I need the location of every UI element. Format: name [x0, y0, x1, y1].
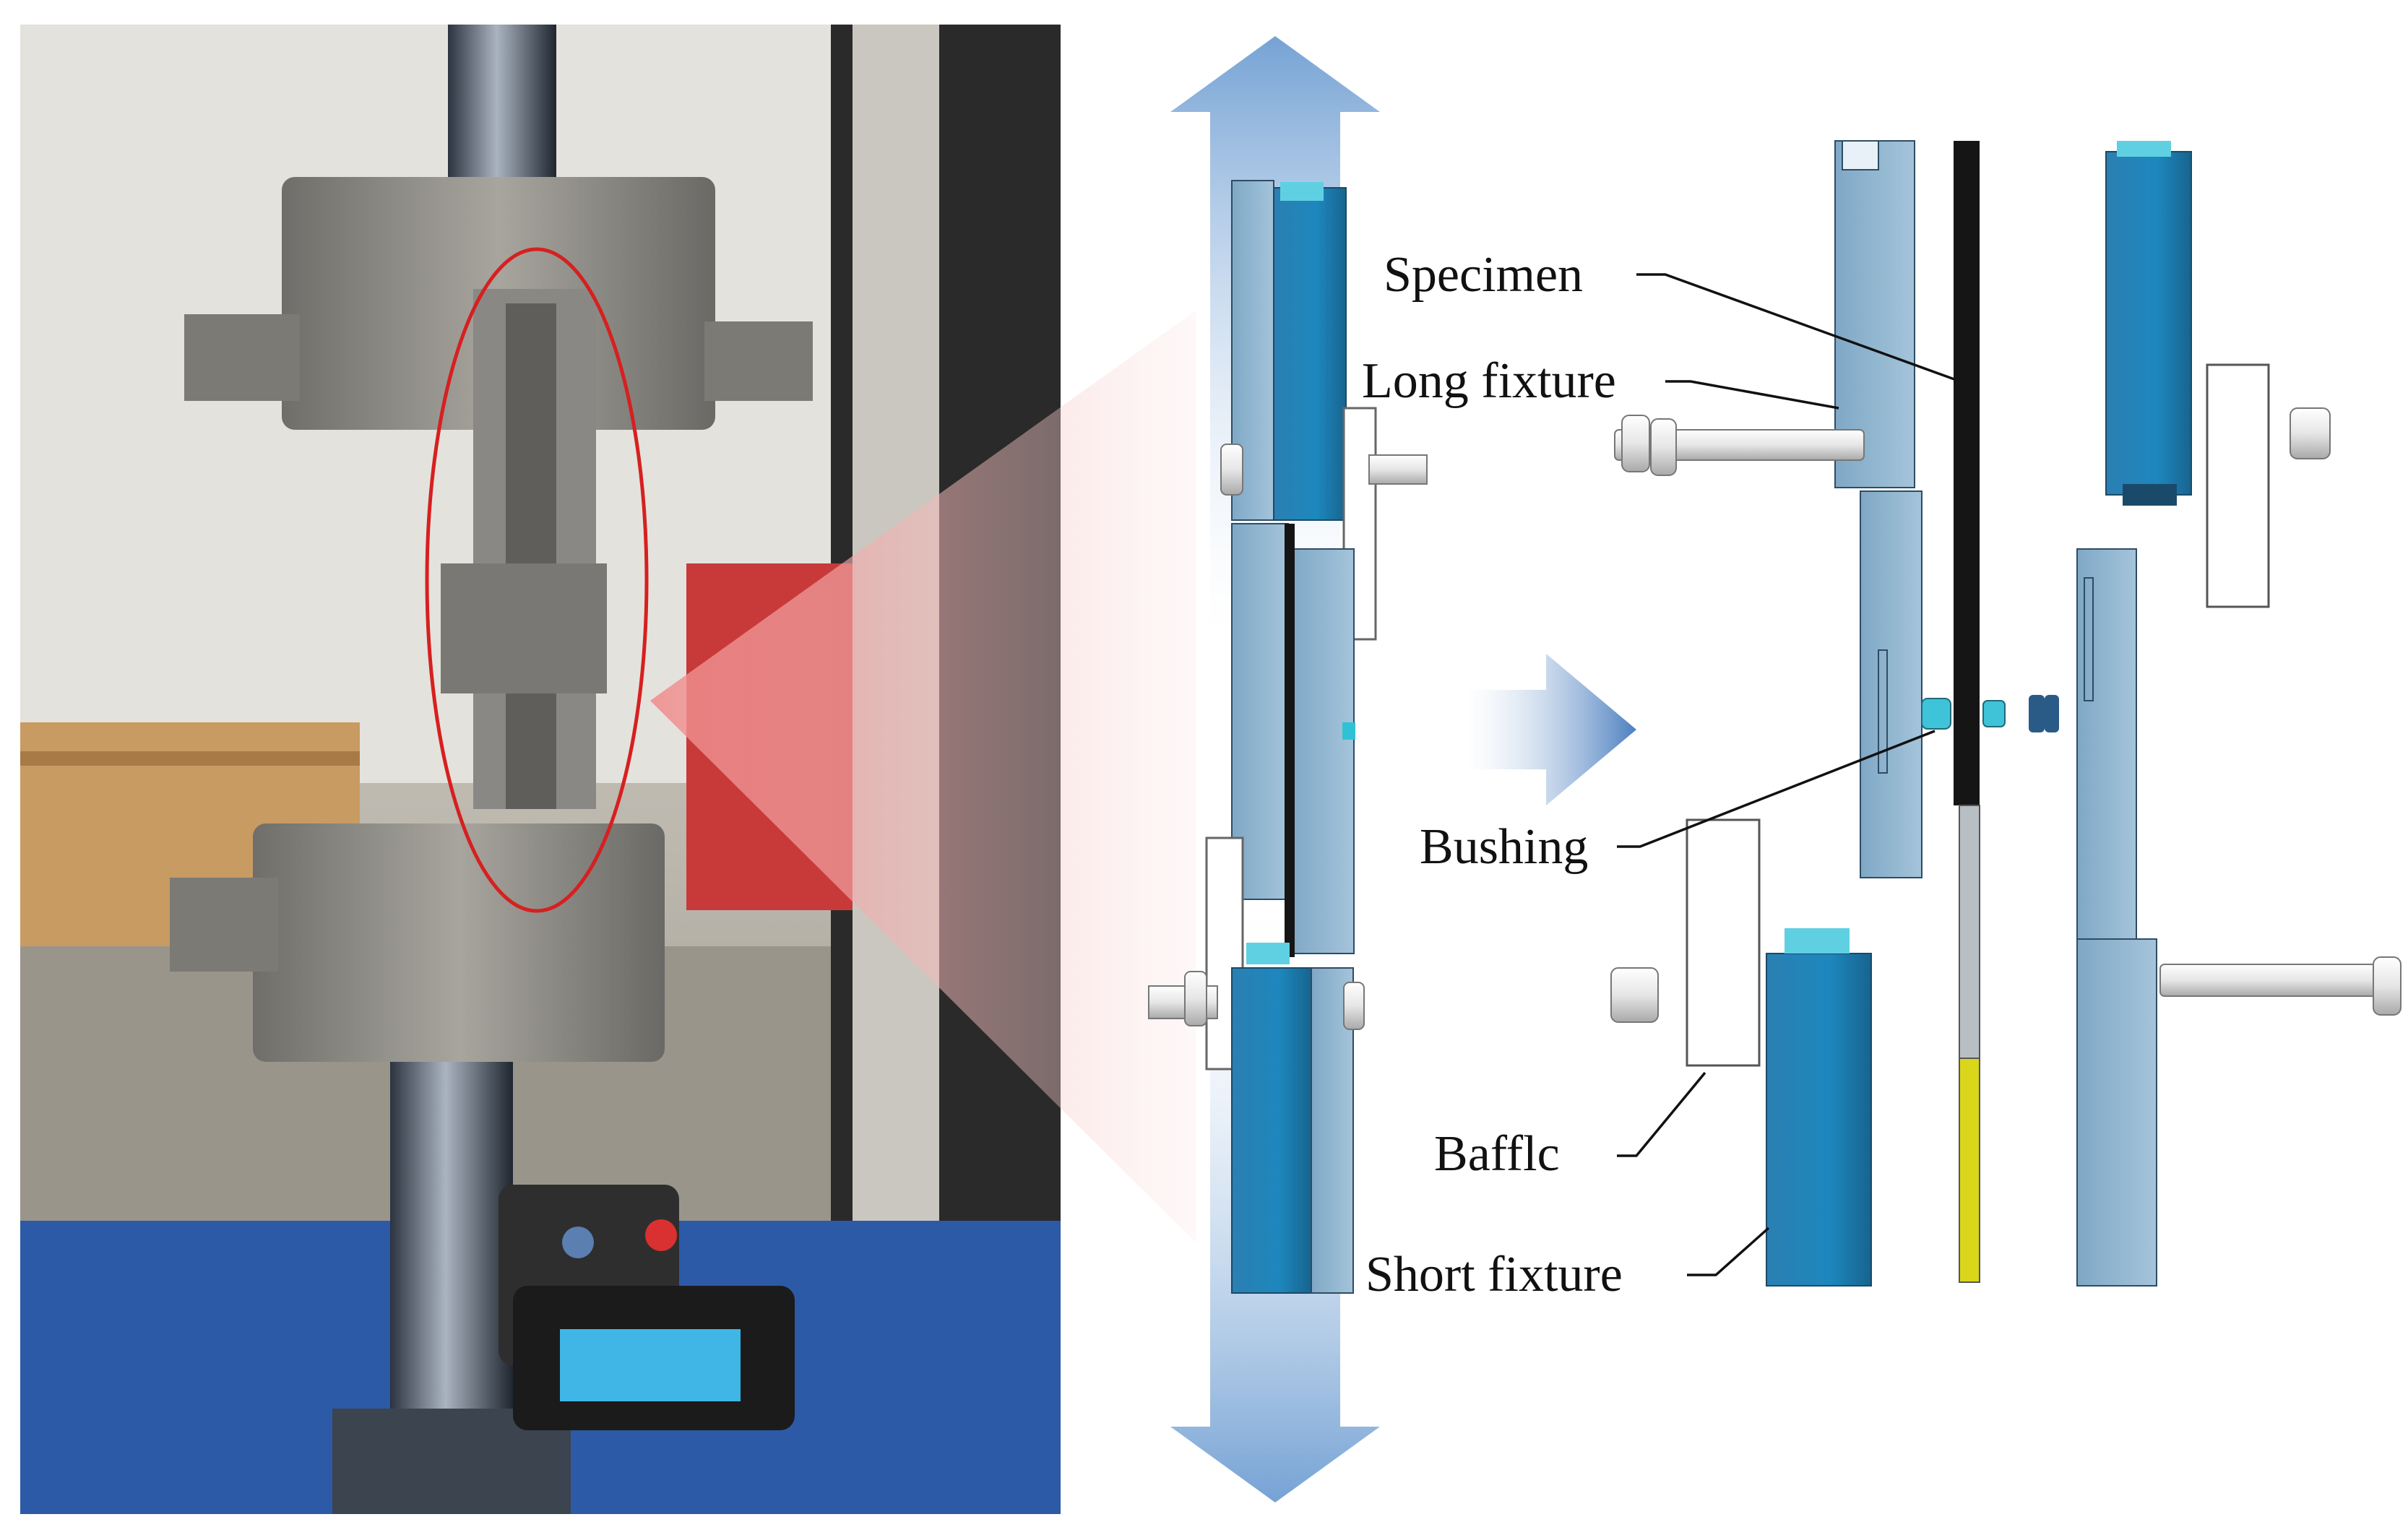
- bushing-part: [1921, 698, 1951, 730]
- long-fixture-lower: [2076, 548, 2137, 940]
- assembled-fixture: [1148, 36, 1428, 1502]
- specimen-part: [1954, 141, 1980, 805]
- label-specimen: Specimen: [1384, 247, 1583, 303]
- label-baffle: Bafflc: [1434, 1126, 1560, 1182]
- specimen-highlight-ellipse: [425, 247, 649, 913]
- short-fixture-lower: [1766, 953, 1872, 1287]
- leader-short-fixture: [1687, 1227, 1770, 1276]
- test-machine-photo: [20, 25, 1061, 1514]
- leader-long-fixture: [1665, 380, 1839, 410]
- callouts: Specimen Long fixture Bushing Bafflc Sho…: [1362, 247, 1955, 1302]
- baffle-upper: [2206, 363, 2270, 608]
- label-bushing: Bushing: [1420, 819, 1588, 875]
- leader-bushing: [1617, 730, 1936, 848]
- short-fixture-upper: [2105, 151, 2192, 496]
- exploded-view-arrow: [1467, 654, 1636, 805]
- zoom-cone: [650, 311, 1196, 1242]
- exploded-fixture: [1610, 140, 2401, 1287]
- leader-baffle: [1617, 1071, 1706, 1157]
- label-long-fixture: Long fixture: [1362, 353, 1616, 409]
- label-short-fixture: Short fixture: [1365, 1247, 1623, 1302]
- baffle-lower: [1686, 818, 1761, 1067]
- bolt-lower: [2159, 964, 2399, 997]
- leader-specimen: [1636, 273, 1955, 381]
- bolt-upper: [1614, 429, 1865, 461]
